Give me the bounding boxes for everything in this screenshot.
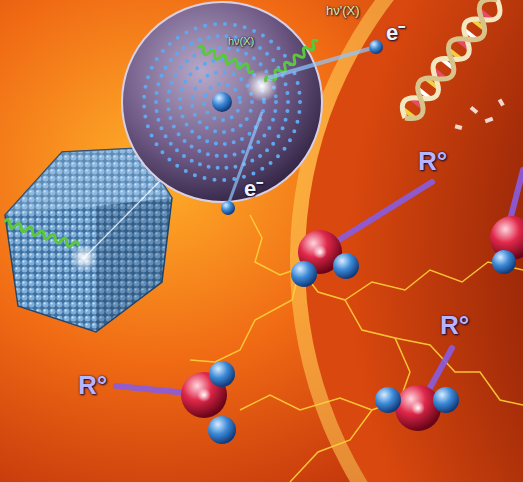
radical-beam [116,170,523,402]
water-molecule [490,216,523,274]
radical-label: R° [78,372,107,398]
cell-rim [290,0,523,482]
radical-label: R° [440,312,469,338]
water-molecule [181,361,236,444]
electron-label: e⁻ [244,178,263,200]
atom [122,2,322,202]
photon-wave [3,39,320,250]
photon-label: hν(X) [228,36,254,47]
water-molecule [375,385,459,431]
water-molecule [291,230,359,287]
dna-helix [396,0,506,125]
electron [221,40,383,215]
electron-label: e⁻ [386,22,405,44]
dna-fragments [455,98,505,130]
ionisation-track [190,215,523,482]
radical-label: R° [418,148,447,174]
nanoparticle [5,148,172,332]
photon-label: hν'(X) [326,4,360,17]
